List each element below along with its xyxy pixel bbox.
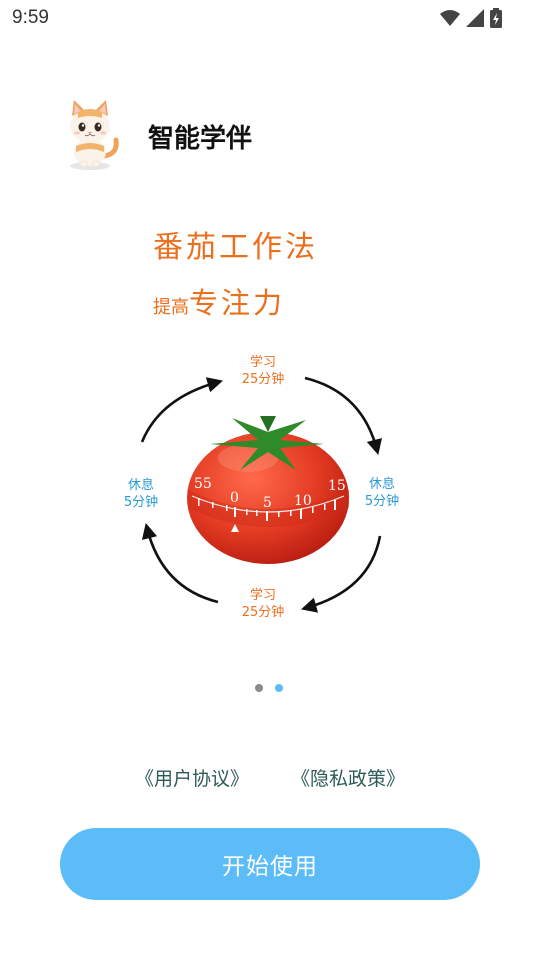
battery-charging-icon [490, 8, 502, 28]
phase-label-duration: 5分钟 [123, 495, 159, 510]
phase-label-duration: 25分钟 [241, 372, 285, 387]
cellular-signal-icon [466, 9, 484, 27]
start-button[interactable]: 开始使用 [60, 828, 480, 900]
phase-label-duration: 5分钟 [364, 494, 400, 509]
phase-label-name: 学习 [249, 355, 276, 370]
slide-subline: 提高专注力 [153, 280, 285, 322]
timer-tick-label: 0 [230, 490, 239, 506]
phase-label-rest-right: 休息 5分钟 [354, 476, 410, 510]
app-title: 智能学伴 [148, 124, 253, 154]
subline-big-text: 专注力 [189, 286, 286, 320]
phase-label-study-bottom: 学习 25分钟 [233, 587, 293, 621]
phase-label-duration: 25分钟 [241, 605, 285, 620]
timer-tick-label: 5 [263, 495, 272, 511]
subline-small-text: 提高 [153, 297, 189, 318]
status-time: 9:59 [12, 7, 49, 28]
slide-headline: 番茄工作法 [153, 230, 318, 265]
phase-label-study-top: 学习 25分钟 [233, 354, 293, 388]
status-bar: 9:59 [0, 0, 540, 36]
cycle-arrow-top-left [140, 377, 224, 443]
page-dot-2-active[interactable] [275, 684, 283, 692]
phase-label-name: 学习 [249, 588, 276, 603]
cat-mascot-icon [70, 100, 119, 170]
wifi-icon [440, 10, 460, 26]
phase-label-name: 休息 [368, 477, 395, 492]
timer-tick-label: 55 [194, 476, 212, 492]
phase-label-rest-left: 休息 5分钟 [113, 477, 169, 511]
tomato-stem-icon [210, 416, 324, 470]
timer-tick-label: 10 [294, 493, 312, 509]
phase-label-name: 休息 [127, 478, 154, 493]
legal-links: 《用户协议》 《隐私政策》 [0, 764, 540, 791]
timer-pointer-icon [231, 524, 239, 532]
cycle-arrow-bottom-left [141, 522, 219, 604]
pomodoro-illustration: 55 0 5 10 15 [140, 376, 382, 613]
timer-tick-label: 15 [328, 478, 346, 494]
page-dot-1[interactable] [255, 684, 263, 692]
status-icons [440, 8, 502, 28]
page-indicator [255, 684, 283, 692]
cycle-arrow-bottom-right [300, 535, 382, 613]
timer-ticks [198, 498, 336, 521]
user-agreement-link[interactable]: 《用户协议》 [134, 768, 249, 790]
cycle-arrow-top-right [304, 376, 382, 456]
pomodoro-cycle-diagram: 55 0 5 10 15 学习 25分钟 休息 5分钟 学习 25分钟 休息 5… [100, 340, 440, 640]
privacy-policy-link[interactable]: 《隐私政策》 [291, 768, 406, 790]
app-header: 智能学伴 [60, 96, 460, 176]
